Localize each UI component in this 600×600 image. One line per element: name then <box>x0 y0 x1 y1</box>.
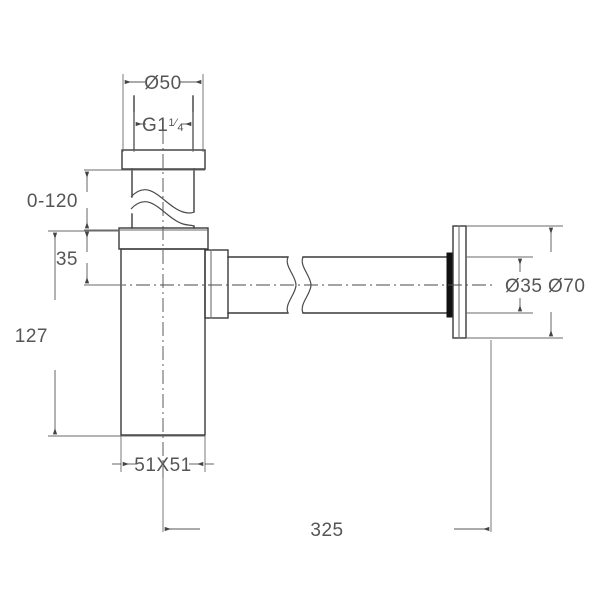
dimension-127: 127 <box>15 230 205 437</box>
dimension-g114: G11⁄4 <box>133 112 194 152</box>
dim-label-0-120: 0-120 <box>27 191 78 212</box>
dim-label-35: 35 <box>56 249 78 270</box>
waste-pipe-left <box>227 256 289 314</box>
dimension-d35: Ø35 <box>466 256 542 314</box>
dimension-51x51: 51X51 <box>112 436 214 476</box>
dim-label-g114-denominator: 4 <box>177 122 184 134</box>
wall-flange <box>452 225 467 339</box>
dimension-35: 35 <box>56 231 124 286</box>
part-geometry <box>88 95 492 478</box>
dim-label-g114-numerator: 1 <box>168 117 175 129</box>
body-shoulder <box>118 227 209 250</box>
dim-label-d50: Ø50 <box>144 73 181 94</box>
dim-label-g114-prefix: G1 <box>142 115 168 136</box>
waste-pipe-right <box>302 256 451 314</box>
dimension-d70: Ø70 <box>466 225 585 339</box>
dim-label-325: 325 <box>310 520 343 541</box>
top-collar <box>121 149 206 170</box>
dimension-325: 325 <box>162 340 492 541</box>
outlet-collar <box>204 249 229 319</box>
dim-label-51x51: 51X51 <box>134 455 191 476</box>
dimension-d50: Ø50 <box>122 73 204 152</box>
telescoping-sleeve <box>130 168 195 229</box>
dim-label-g114-group: G11⁄4 <box>142 115 184 136</box>
dim-label-d70: Ø70 <box>548 276 585 297</box>
dimension-0-120: 0-120 <box>27 169 208 231</box>
dim-label-127: 127 <box>15 326 48 347</box>
trap-body <box>120 248 206 436</box>
dim-label-d35: Ø35 <box>505 276 542 297</box>
